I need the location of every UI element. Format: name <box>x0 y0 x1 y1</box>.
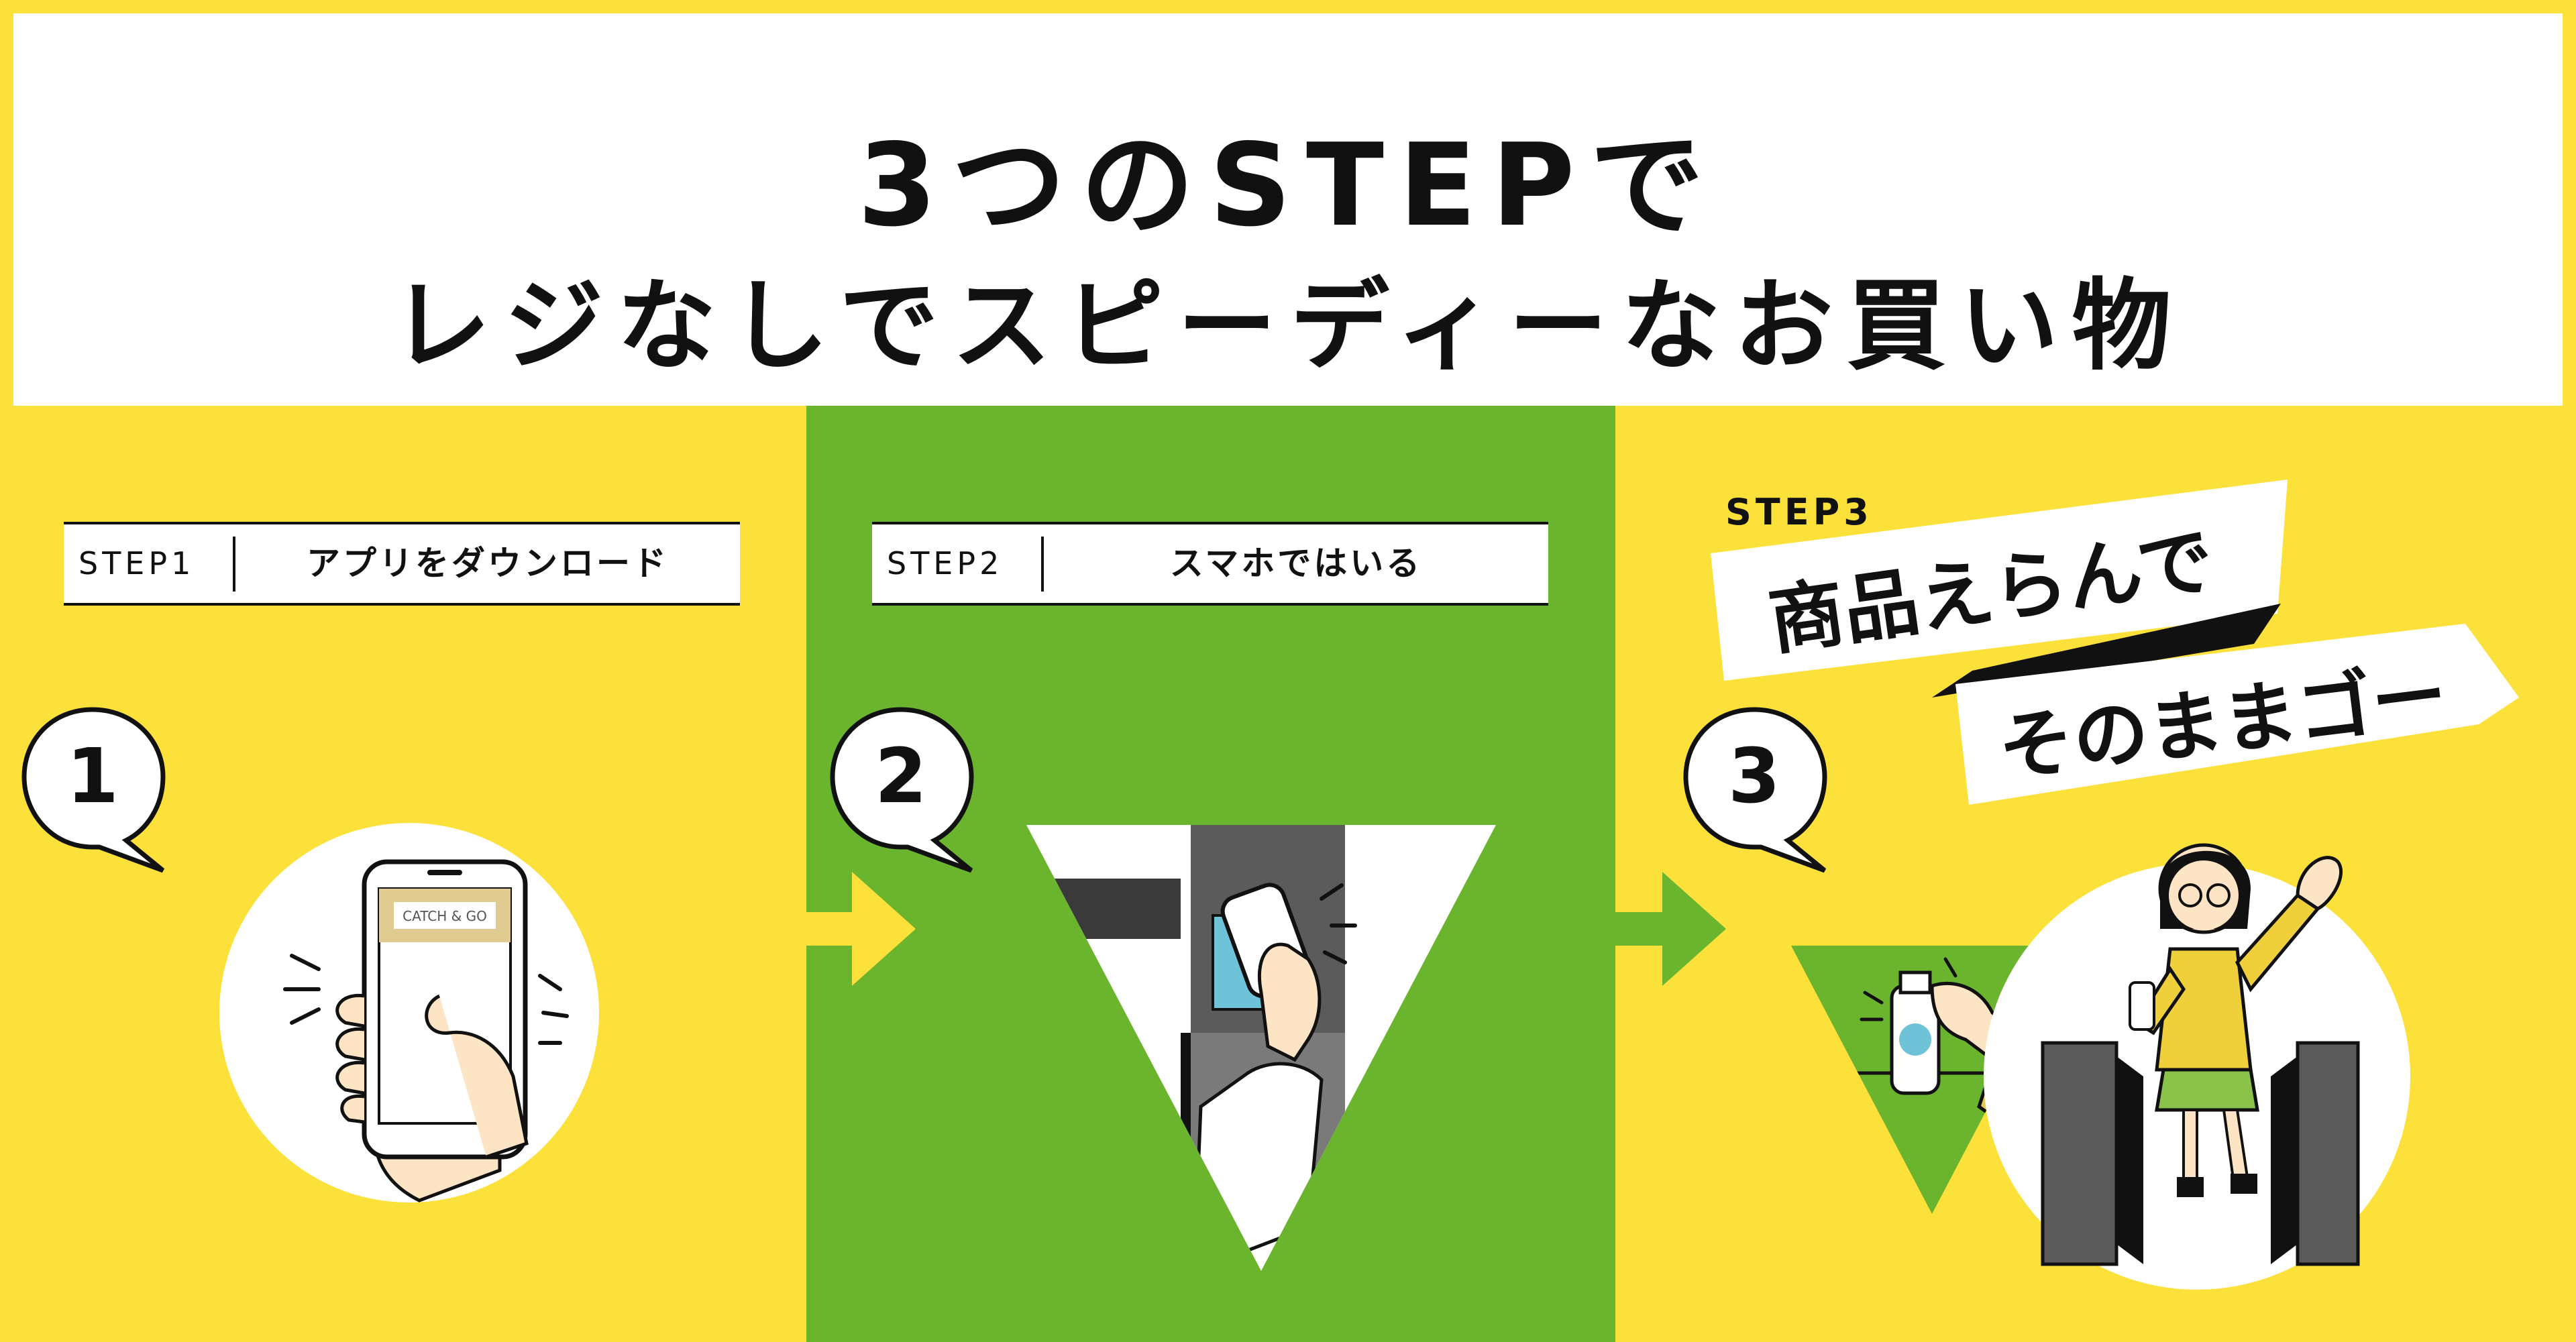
step3-banner-bottom: そのままゴー <box>1955 624 2519 805</box>
smartphone-icon: CATCH & GO <box>219 823 599 1203</box>
arrow-right-icon <box>805 872 916 986</box>
step2-label: STEP2 スマホではいる <box>872 522 1548 606</box>
gate-tap-icon <box>1026 825 1496 1271</box>
step1-text: アプリをダウンロード <box>307 544 669 583</box>
step3-number-label: STEP3 <box>1725 491 1873 533</box>
title-line-2: レジなしでスピーディーなお買い物 <box>391 268 2185 384</box>
step1-number-bubble: 1 <box>21 707 166 873</box>
step2-number-label: STEP2 <box>887 545 1004 581</box>
step2-number-bubble: 2 <box>830 707 974 873</box>
step1-number: 1 <box>66 733 119 820</box>
arrow-right-icon <box>1615 872 1726 986</box>
walk-out-icon <box>1984 843 2410 1290</box>
step3-number: 3 <box>1728 733 1780 820</box>
step3-number-bubble: 3 <box>1683 707 1827 873</box>
step1-divider <box>233 537 235 592</box>
banner-shadow <box>1932 604 2281 697</box>
step1-number-label: STEP1 <box>78 545 195 581</box>
title-line-1: 3つのSTEPで <box>857 119 1719 252</box>
header-banner: 3つのSTEPで レジなしでスピーディーなお買い物 <box>13 13 2563 406</box>
step2-number: 2 <box>875 733 927 820</box>
app-logo: CATCH & GO <box>402 908 487 924</box>
step2-text: スマホではいる <box>1169 544 1423 583</box>
step2-divider <box>1041 537 1044 592</box>
step1-label: STEP1 アプリをダウンロード <box>64 522 740 606</box>
